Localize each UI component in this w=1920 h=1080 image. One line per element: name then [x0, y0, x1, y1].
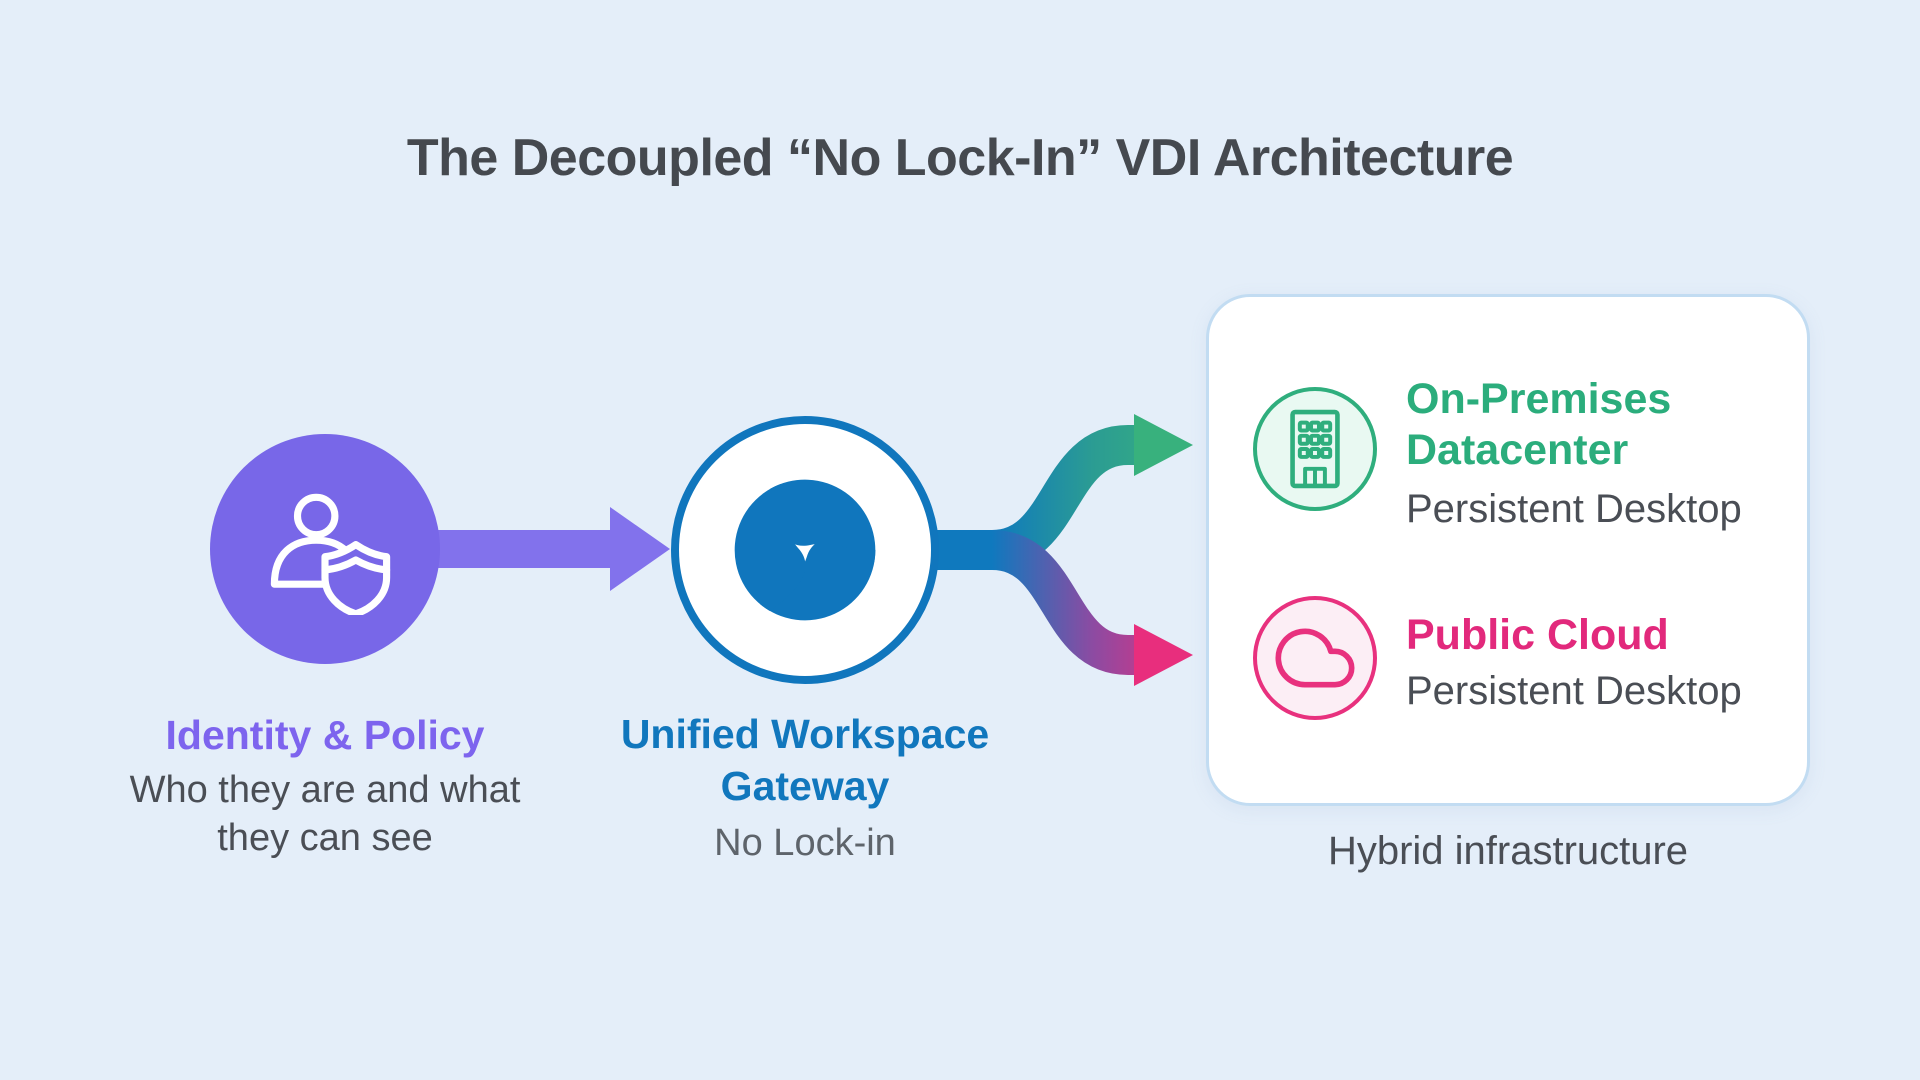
gateway-to-cloud-arrowhead: [1134, 624, 1193, 686]
cloud-subtitle: Persistent Desktop: [1406, 669, 1742, 713]
gateway-sublabel: No Lock-in: [714, 822, 896, 864]
onprem-title: On-Premises Datacenter: [1406, 375, 1672, 474]
cloud-title: Public Cloud: [1406, 611, 1669, 659]
identity-circle: [210, 434, 440, 664]
gateway-label: Unified Workspace Gateway: [620, 711, 990, 809]
gateway-to-onprem-arrowhead: [1134, 414, 1193, 476]
user-shield-icon: [270, 493, 391, 615]
hybrid-infrastructure-caption: Hybrid infrastructure: [1327, 829, 1689, 873]
identity-label: Identity & Policy: [165, 712, 485, 758]
diagram-title: The Decoupled “No Lock-In” VDI Architect…: [406, 129, 1514, 187]
identity-description: Who they are and what they can see: [129, 769, 521, 859]
building-icon: [1290, 409, 1340, 489]
gateway-to-cloud-arrow: [990, 530, 1136, 675]
cloud-icon: [1275, 628, 1355, 688]
identity-to-gateway-arrow: [438, 507, 670, 591]
onprem-subtitle: Persistent Desktop: [1406, 487, 1742, 531]
gateway-circle: [671, 416, 939, 684]
hybrid-infrastructure-card: On-Premises Datacenter Persistent Deskto…: [1206, 294, 1810, 806]
onprem-icon-circle: [1253, 387, 1377, 511]
globe-swirl-icon: [734, 479, 876, 621]
cloud-icon-circle: [1253, 596, 1377, 720]
